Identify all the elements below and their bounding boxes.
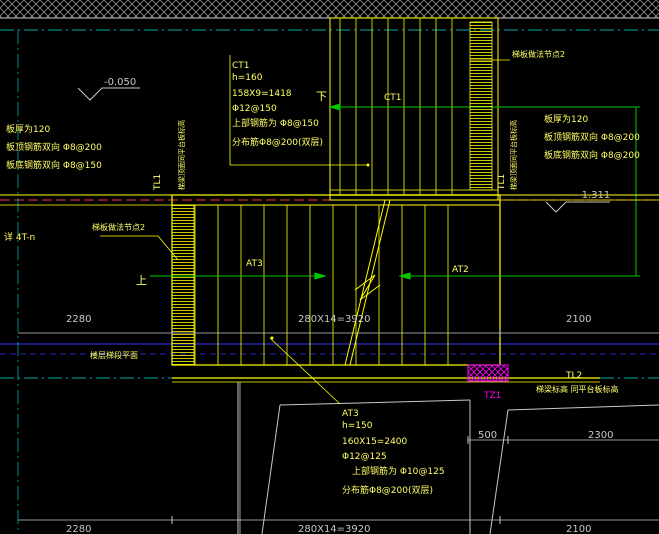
at3-block-upper: 上部钢筋为 Φ10@125 bbox=[352, 465, 445, 477]
tl1-right-label: TL1 bbox=[497, 174, 507, 191]
stair-outline bbox=[171, 194, 501, 366]
tz1-column bbox=[467, 364, 509, 382]
lower-wall-right3 bbox=[507, 404, 659, 411]
level-right: -1.311 bbox=[578, 190, 610, 201]
slab-right-bidir: 板顶钢筋双向 Φ8@200 bbox=[544, 131, 640, 143]
beam-note-right: 梯梁顶面同平台板标高 bbox=[509, 120, 518, 190]
level-marker-left bbox=[77, 87, 140, 101]
at3-block-name: AT3 bbox=[342, 409, 359, 419]
dim-steps-bottom: 280X14=3920 bbox=[298, 524, 371, 534]
level-top-left: -0.050 bbox=[104, 77, 136, 88]
ct1-block-steps: 158X9=1418 bbox=[232, 89, 292, 99]
ct1-block-name: CT1 bbox=[232, 61, 250, 71]
slab-right-thick: 板厚为120 bbox=[544, 113, 588, 125]
ct1-block-h: h=160 bbox=[232, 73, 263, 83]
slab-left-thick: 板厚为120 bbox=[6, 123, 50, 135]
dim-ticks bbox=[171, 329, 509, 524]
leader-lines bbox=[100, 55, 510, 405]
arrow-at2 bbox=[398, 272, 640, 280]
ct1-tag: CT1 bbox=[384, 93, 402, 103]
ct1-block-main: Φ12@150 bbox=[232, 104, 277, 114]
at2-tag: AT2 bbox=[452, 265, 469, 275]
ct1-block-dist: 分布筋Φ8@200(双层) bbox=[232, 136, 323, 148]
lower-wall-mid bbox=[261, 404, 281, 534]
slab-left-bidir: 板顶钢筋双向 Φ8@200 bbox=[6, 141, 102, 153]
leader-dot-1 bbox=[366, 163, 370, 167]
level-marker-right bbox=[545, 201, 610, 213]
lower-wall-top bbox=[279, 399, 471, 406]
at3-block-h: h=150 bbox=[342, 421, 373, 431]
top-wall-hatch bbox=[0, 0, 659, 18]
at3-block-dist: 分布筋Φ8@200(双层) bbox=[342, 484, 433, 496]
beam-note-bottom: 梯梁标高 同平台板标高 bbox=[536, 384, 619, 394]
break-line-zigzag bbox=[354, 274, 381, 301]
beam-note-left: 梯梁顶面同平台板标高 bbox=[177, 120, 186, 190]
dim-2300: 2300 bbox=[588, 430, 613, 441]
at3-block-main: Φ12@125 bbox=[342, 452, 387, 462]
tl1-left-beam bbox=[171, 204, 195, 366]
stair-tread-lines bbox=[194, 205, 449, 365]
tz1-label: TZ1 bbox=[483, 391, 501, 401]
tl2-label: TL2 bbox=[565, 371, 582, 381]
at3-block-steps: 160X15=2400 bbox=[342, 437, 408, 447]
dim-2280-top: 2280 bbox=[66, 314, 91, 325]
tl1-right-beam bbox=[469, 21, 493, 191]
detail-node-left: 梯板做法节点2 bbox=[92, 222, 145, 232]
detail-node-top: 梯板做法节点2 bbox=[512, 49, 565, 59]
down-label: 下 bbox=[316, 90, 327, 103]
ct1-block-upper: 上部钢筋为 Φ8@150 bbox=[232, 117, 319, 129]
floor-plan-title: 楼层梯段平面 bbox=[90, 350, 138, 360]
upper-landing-outline bbox=[329, 17, 499, 201]
ref-left: 详 4T-n bbox=[4, 231, 35, 243]
dim-steps-top: 280X14=3920 bbox=[298, 314, 371, 325]
slab-left-bottom: 板底钢筋双向 Φ8@150 bbox=[6, 159, 102, 171]
tl1-left-label: TL1 bbox=[153, 174, 163, 191]
dim-2100-bottom: 2100 bbox=[566, 524, 591, 534]
break-line bbox=[344, 199, 391, 366]
leader-dot-2 bbox=[270, 336, 274, 340]
dim-500: 500 bbox=[478, 430, 497, 441]
up-label: 上 bbox=[136, 274, 147, 287]
at3-tag: AT3 bbox=[246, 259, 263, 269]
dim-2280-bottom: 2280 bbox=[66, 524, 91, 534]
dim-2100-top: 2100 bbox=[566, 314, 591, 325]
slab-right-bottom: 板底钢筋双向 Φ8@200 bbox=[544, 149, 640, 161]
lower-wall-right2 bbox=[489, 409, 509, 534]
